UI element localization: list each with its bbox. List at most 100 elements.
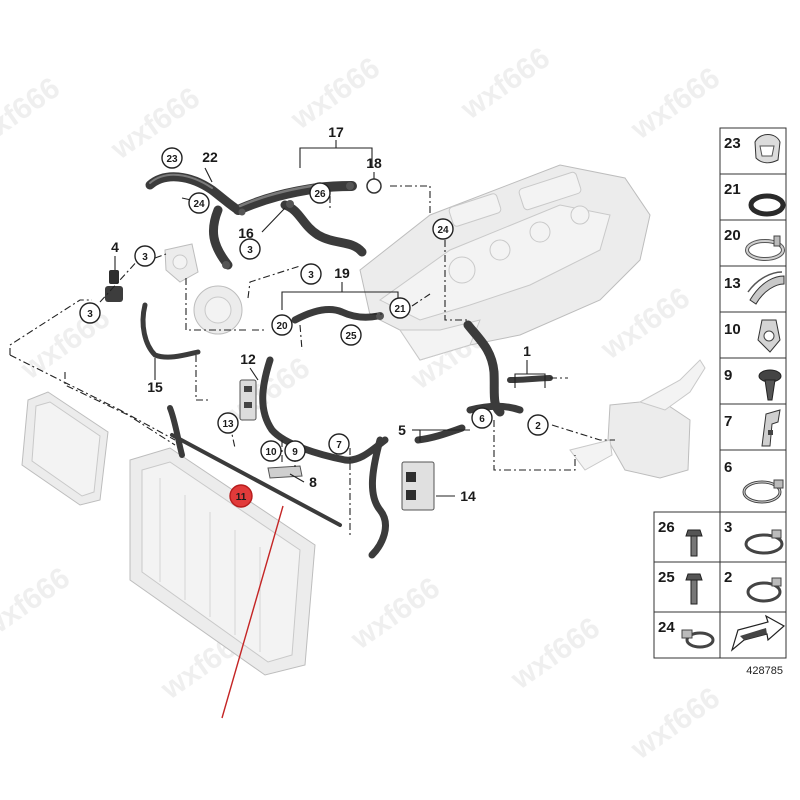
callout-6: 6 [471,407,493,429]
legend-number: 13 [724,275,741,292]
expansion-tank-ghost [569,359,706,479]
legend-number: 24 [658,619,675,636]
watermark-text: wxf666 [624,681,726,766]
label-19: 19 [334,265,350,281]
hose-clamp-icon [742,479,784,504]
callout-24: 24 [432,218,454,240]
callout-text: 6 [479,414,485,425]
callout-text: 7 [336,440,342,451]
callout-3: 3 [79,302,101,324]
legend-number: 2 [724,569,732,586]
legend-cell-6: 6 [719,449,787,513]
label-17: 17 [328,124,344,140]
callout-text: 3 [247,245,253,256]
watermark-text: wxf666 [0,561,76,646]
watermark-text: wxf666 [0,71,66,156]
legend-cell-2: 2 [719,561,787,613]
callout-text: 24 [437,225,449,236]
legend-number: 3 [724,519,732,536]
callout-text: 3 [87,309,93,320]
callout-text: 26 [314,189,326,200]
callout-text: 13 [222,419,234,430]
callout-7: 7 [328,433,350,455]
callout-2: 2 [527,414,549,436]
holder-bracket-icon [761,409,781,447]
callout-text: 25 [345,331,357,342]
label-16: 16 [238,225,254,241]
legend-cell-25: 25 [653,561,721,613]
legend-cell-21: 21 [719,173,787,221]
callout-24: 24 [188,192,210,214]
callout-3: 3 [239,238,261,260]
hose-clamp-icon [746,577,782,603]
parts-legend: 23 21 20 13 [653,127,787,677]
clamp-clip-icon [754,134,781,164]
callout-text: 3 [308,270,314,281]
callout-11-highlighted: 11 [229,484,253,508]
legend-cell-24: 24 [653,611,721,659]
label-14: 14 [460,488,476,504]
hose-clamp-icon [681,629,715,649]
legend-cell-20: 20 [719,219,787,267]
legend-number: 23 [724,135,741,152]
label-22: 22 [202,149,218,165]
callout-text: 23 [166,154,178,165]
hex-bolt-icon [685,529,703,557]
o-ring-icon [748,193,786,217]
legend-number: 21 [724,181,741,198]
callout-9: 9 [284,440,306,462]
callout-text: 21 [394,304,406,315]
callout-20: 20 [271,314,293,336]
callout-text: 10 [265,447,277,458]
watermark-text: wxf666 [344,571,446,656]
legend-number: 9 [724,367,732,384]
bracket-strip-icon [747,271,785,305]
legend-number: 26 [658,519,675,536]
label-5: 5 [398,422,406,438]
callout-3: 3 [300,263,322,285]
callout-text: 9 [292,447,298,458]
callout-text: 20 [276,321,288,332]
legend-number: 20 [724,227,741,244]
water-pump-ghost [164,243,243,335]
aux-cooler-ghost [21,391,109,506]
callout-text: 24 [193,199,205,210]
label-12: 12 [240,351,256,367]
label-4: 4 [111,239,119,255]
callout-13: 13 [217,412,239,434]
label-8: 8 [309,474,317,490]
callout-3: 3 [134,245,156,267]
plain-labels: 17 22 18 16 4 19 12 15 1 5 8 14 [111,124,531,504]
callout-circles: 23 24 3 26 24 3 3 3 21 20 25 13 10 9 7 6… [79,147,549,508]
watermark-text: wxf666 [594,281,696,366]
legend-cell-direction [719,611,787,659]
legend-cell-26: 26 [653,511,721,563]
watermark-text: wxf666 [454,41,556,126]
label-15: 15 [147,379,163,395]
spring-clamp-icon [745,235,785,261]
legend-cell-7: 7 [719,403,787,451]
callout-text: 2 [535,421,541,432]
label-18: 18 [366,155,382,171]
legend-cell-9: 9 [719,357,787,405]
legend-cell-10: 10 [719,311,787,359]
callout-23: 23 [161,147,183,169]
legend-cell-23: 23 [719,127,787,175]
callout-25: 25 [340,324,362,346]
watermark-text: wxf666 [624,61,726,146]
watermark-text: wxf666 [504,611,606,696]
legend-number: 25 [658,569,675,586]
legend-number: 6 [724,459,732,476]
legend-number: 10 [724,321,741,338]
leader-lines [9,140,615,535]
engine-block-ghost [359,164,651,361]
watermark-text: wxf666 [104,81,206,166]
callout-text: 11 [236,492,247,503]
radiator-ghost [129,447,316,676]
callout-text: 3 [142,252,148,263]
hose-clip-icon [757,319,781,353]
hose-clamp-icon [744,529,784,555]
legend-number: 7 [724,413,732,430]
label-1: 1 [523,343,531,359]
